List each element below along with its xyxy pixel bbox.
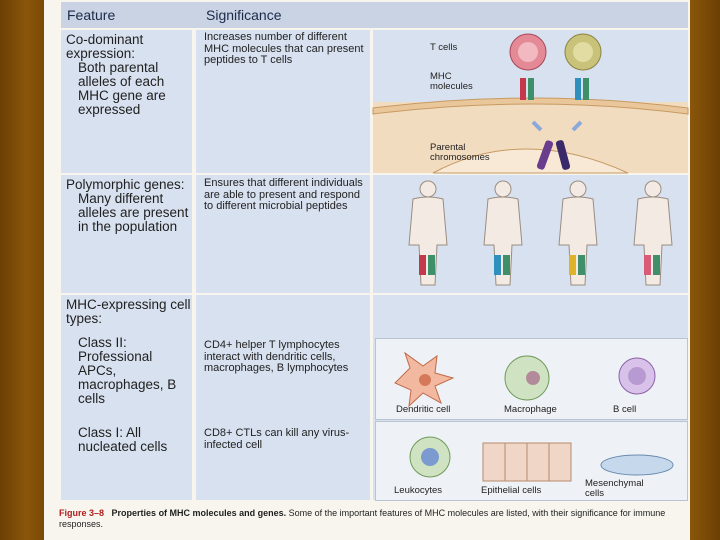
background-left <box>0 0 44 540</box>
individual-1 <box>408 180 448 286</box>
individual-2 <box>483 180 523 286</box>
row1-feature: Co-dominant expression: Both parental al… <box>66 33 191 117</box>
row1-significance-cell <box>196 30 370 173</box>
caption-figure-number: Figure 3–8 <box>59 508 105 518</box>
label-epithelial-cells: Epithelial cells <box>481 485 542 496</box>
t-cell-2 <box>564 33 602 71</box>
row1-feature-cell <box>61 30 192 173</box>
caption-text: Some of the important features of MHC mo… <box>59 508 666 529</box>
mhc-molecule-2 <box>575 78 589 100</box>
table-header: Feature Significance <box>61 2 688 28</box>
epithelial-cells-shape <box>482 442 572 482</box>
individual-3 <box>558 180 598 286</box>
class1-significance: CD8+ CTLs can kill any virus-infected ce… <box>204 427 350 451</box>
row2-feature-detail: Many different alleles are present in th… <box>78 191 189 234</box>
significance-header: Significance <box>206 7 282 23</box>
figure-page: Feature Significance Co-dominant express… <box>44 0 690 540</box>
chromosome-1 <box>536 140 554 170</box>
row3-feature-title: MHC-expressing cell types: <box>66 297 191 326</box>
row2-feature-cell <box>61 175 192 293</box>
class1-feature: Class I: All nucleated cells <box>78 425 168 454</box>
t-cell-1 <box>509 33 547 71</box>
class2-feature: Class II: Professional APCs, macrophages… <box>78 335 177 406</box>
background-right <box>690 0 720 540</box>
class1-cells-diagram <box>409 436 674 482</box>
label-dendritic-cell: Dendritic cell <box>396 404 451 415</box>
caption-title: Properties of MHC molecules and genes. <box>111 508 287 518</box>
nucleus <box>432 148 629 174</box>
label-mhc-molecules: MHC molecules <box>430 71 473 92</box>
individual-4 <box>633 180 673 286</box>
feature-header: Feature <box>67 7 116 23</box>
label-macrophage: Macrophage <box>504 404 557 415</box>
class2-significance: CD4+ helper T lymphocytes interact with … <box>204 339 349 374</box>
label-mesenchymal-cells: Mesenchymal cells <box>585 478 644 499</box>
row1-significance: Increases number of different MHC molecu… <box>204 31 364 66</box>
label-parental-chromosomes: Parental chromosomes <box>430 142 490 163</box>
label-b-cell: B cell <box>613 404 637 415</box>
mesenchymal-cell-shape <box>600 454 674 476</box>
label-leukocytes: Leukocytes <box>394 485 443 496</box>
figure-caption: Figure 3–8 Properties of MHC molecules a… <box>59 508 687 529</box>
row2-feature: Polymorphic genes: Many different allele… <box>66 178 191 234</box>
row2-significance-cell <box>196 175 370 293</box>
row1-feature-title: Co-dominant expression: <box>66 32 144 61</box>
row3-feature-cell <box>61 295 192 500</box>
row2-significance: Ensures that different individuals are a… <box>204 177 363 212</box>
row2-feature-title: Polymorphic genes: <box>66 177 185 192</box>
row1-feature-detail: Both parental alleles of each MHC gene a… <box>78 60 166 117</box>
class2-cells-diagram <box>394 351 656 408</box>
codominant-diagram <box>372 33 689 174</box>
label-t-cells: T cells <box>430 42 458 53</box>
cell-membrane <box>372 97 689 115</box>
chromosome-2 <box>555 140 571 170</box>
row3-significance-cell <box>196 295 370 500</box>
polymorphic-diagram <box>408 180 673 286</box>
mhc-molecule-1 <box>520 78 534 100</box>
